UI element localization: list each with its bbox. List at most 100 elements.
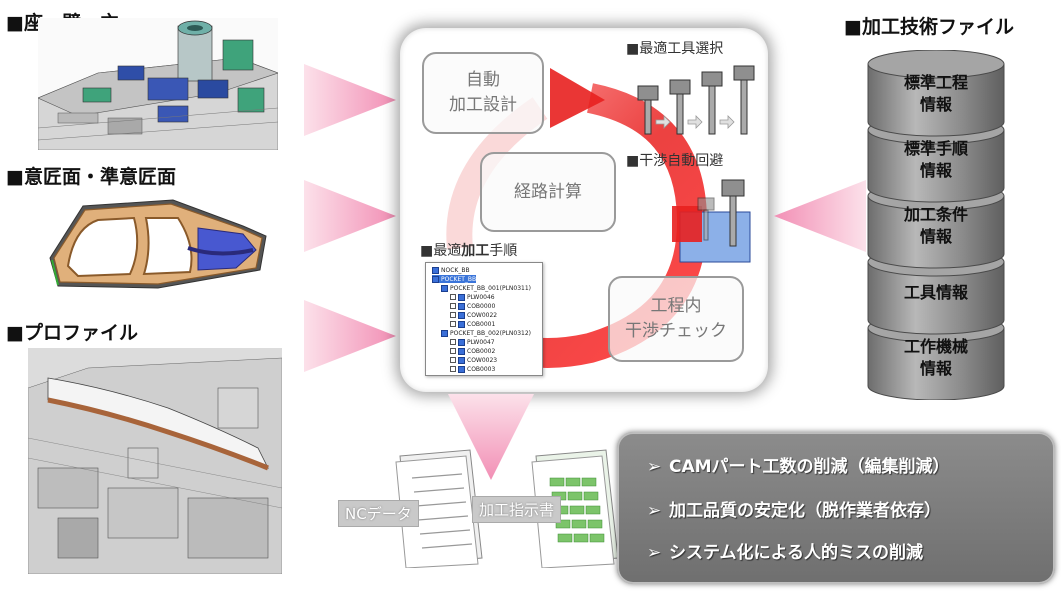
tree-row[interactable]: COW0022 — [450, 311, 497, 319]
optimal-order-suffix: 手順 — [489, 243, 518, 259]
tree-row[interactable]: COW0023 — [450, 356, 497, 364]
operation-icon — [432, 275, 439, 283]
interference-check-line1: 工程内 — [650, 296, 702, 317]
benefit-item-1: ➢CAMパート工数の削減（編集削減） — [647, 452, 950, 477]
database-arrow — [774, 180, 866, 252]
disk-label-line1: 工具情報 — [903, 283, 968, 302]
tree-row-label: COB0000 — [467, 302, 496, 310]
tree-row-label: POCKET_BB_001(PLN0311) — [450, 284, 532, 292]
tree-row[interactable]: NOCK_BB — [432, 266, 470, 274]
benefit-marker-1: ➢ — [647, 457, 662, 477]
optimal-order-prefix: ■最適 — [420, 243, 462, 259]
checkbox-icon[interactable] — [450, 339, 456, 345]
database-disk-label: 標準工程情報 — [866, 72, 1006, 115]
optimal-order-label: ■最適加工手順 — [420, 240, 517, 260]
checkbox-icon[interactable] — [450, 321, 456, 327]
tree-row-label: COW0022 — [467, 311, 498, 319]
disk-label-line1: 標準工程 — [903, 73, 968, 92]
checkbox-icon[interactable] — [450, 366, 456, 372]
checkbox-icon[interactable] — [450, 303, 456, 309]
checkbox-icon[interactable] — [450, 357, 456, 363]
operation-icon — [458, 338, 465, 346]
database-cylinder-icon — [867, 49, 1005, 401]
operation-icon — [458, 293, 465, 301]
auto-design-line1: 自動 — [466, 70, 500, 91]
disk-label-line2: 情報 — [919, 94, 952, 114]
profile-image — [28, 348, 282, 574]
operation-icon — [458, 302, 465, 310]
design-surface-label: ■意匠面・準意匠面 — [6, 166, 176, 188]
tech-file-database: 標準工程情報標準手順情報加工条件情報工具情報工作機械情報 — [866, 49, 1006, 401]
instruction-sheet-icon — [531, 449, 619, 568]
tree-row[interactable]: POCKET_BB — [432, 275, 477, 283]
disk-label-line1: 加工条件 — [903, 205, 968, 224]
interference-avoid-icon — [672, 179, 751, 263]
operation-icon — [458, 356, 465, 364]
operation-icon — [441, 284, 448, 292]
operation-icon — [458, 311, 465, 319]
tree-row[interactable]: COB0002 — [450, 347, 495, 355]
benefit-marker-3: ➢ — [647, 543, 662, 563]
tech-file-title: ■加工技術ファイル — [844, 16, 1014, 38]
benefit-item-3: ➢ システム化による人的ミスの削減 — [647, 538, 923, 563]
tree-row-label: COB0002 — [467, 347, 496, 355]
disk-label-line1: 工作機械 — [903, 337, 968, 356]
instructions-label: 加工指示書 — [472, 496, 562, 523]
optimal-order-bold: 加工 — [461, 243, 490, 259]
optimal-tool-label: ■最適工具選択 — [626, 41, 724, 57]
input-arrow-3 — [304, 300, 396, 372]
database-disk-label: 工作機械情報 — [866, 336, 1006, 379]
checkbox-icon[interactable] — [450, 348, 456, 354]
disk-label-line2: 情報 — [919, 358, 952, 378]
path-calc-label: 経路計算 — [514, 181, 582, 202]
profile-label: ■プロファイル — [6, 322, 138, 344]
benefits-panel: ➢CAMパート工数の削減（編集削減） ➢ 加工品質の安定化（脱作業者依存） ➢ シス… — [617, 432, 1055, 584]
operation-icon — [458, 365, 465, 373]
benefit-text-3: システム化による人的ミスの削減 — [669, 543, 923, 563]
seat-wall-hole-image — [38, 18, 278, 150]
tree-row-label: PLW0047 — [467, 338, 495, 346]
output-arrow — [448, 394, 534, 480]
tree-row[interactable]: COB0000 — [450, 302, 495, 310]
disk-label-line2: 情報 — [919, 160, 952, 180]
tree-row[interactable]: POCKET_BB_002(PLN0312) — [441, 329, 531, 337]
tree-row-label: COB0003 — [467, 365, 496, 373]
auto-design-line2: 加工設計 — [449, 95, 517, 115]
database-disk-label: 加工条件情報 — [866, 204, 1006, 247]
checkbox-icon[interactable] — [450, 312, 456, 318]
design-surface-image — [38, 188, 278, 303]
checkbox-icon[interactable] — [450, 294, 456, 300]
operation-icon — [432, 266, 439, 274]
operation-icon — [441, 329, 448, 337]
auto-design-box: 自動 加工設計 — [422, 52, 544, 134]
nc-data-document-icon — [395, 449, 483, 568]
tree-row[interactable]: COB0003 — [450, 365, 495, 373]
disk-label-line1: 標準手順 — [903, 139, 968, 158]
input-arrow-2 — [304, 180, 396, 252]
tree-row-label: NOCK_BB — [441, 266, 470, 274]
interference-check-line2: 干渉チェック — [625, 321, 727, 341]
benefit-marker-2: ➢ — [647, 501, 662, 521]
input-arrow-1 — [304, 64, 396, 136]
benefit-item-2: ➢ 加工品質の安定化（脱作業者依存） — [647, 496, 941, 521]
operation-icon — [458, 347, 465, 355]
auto-avoid-label: ■干渉自動回避 — [626, 153, 724, 169]
benefit-text-2: 加工品質の安定化（脱作業者依存） — [669, 501, 941, 521]
database-disk — [867, 49, 1005, 137]
path-calc-box: 経路計算 — [480, 152, 616, 232]
tree-row-label: POCKET_BB_002(PLN0312) — [450, 329, 532, 337]
operation-icon — [458, 320, 465, 328]
tree-row-label: POCKET_BB — [441, 275, 477, 283]
tool-selection-icon — [637, 65, 755, 135]
tree-row-label: COB0001 — [467, 320, 496, 328]
tree-row[interactable]: COB0001 — [450, 320, 495, 328]
interference-check-box: 工程内 干渉チェック — [608, 276, 744, 362]
disk-label-line2: 情報 — [919, 226, 952, 246]
tree-row[interactable]: PLW0046 — [450, 293, 495, 301]
tree-row-label: COW0023 — [467, 356, 498, 364]
tree-row-label: PLW0046 — [467, 293, 495, 301]
database-disk-label: 工具情報 — [866, 282, 1006, 304]
tree-row[interactable]: POCKET_BB_001(PLN0311) — [441, 284, 531, 292]
tree-row[interactable]: PLW0047 — [450, 338, 495, 346]
